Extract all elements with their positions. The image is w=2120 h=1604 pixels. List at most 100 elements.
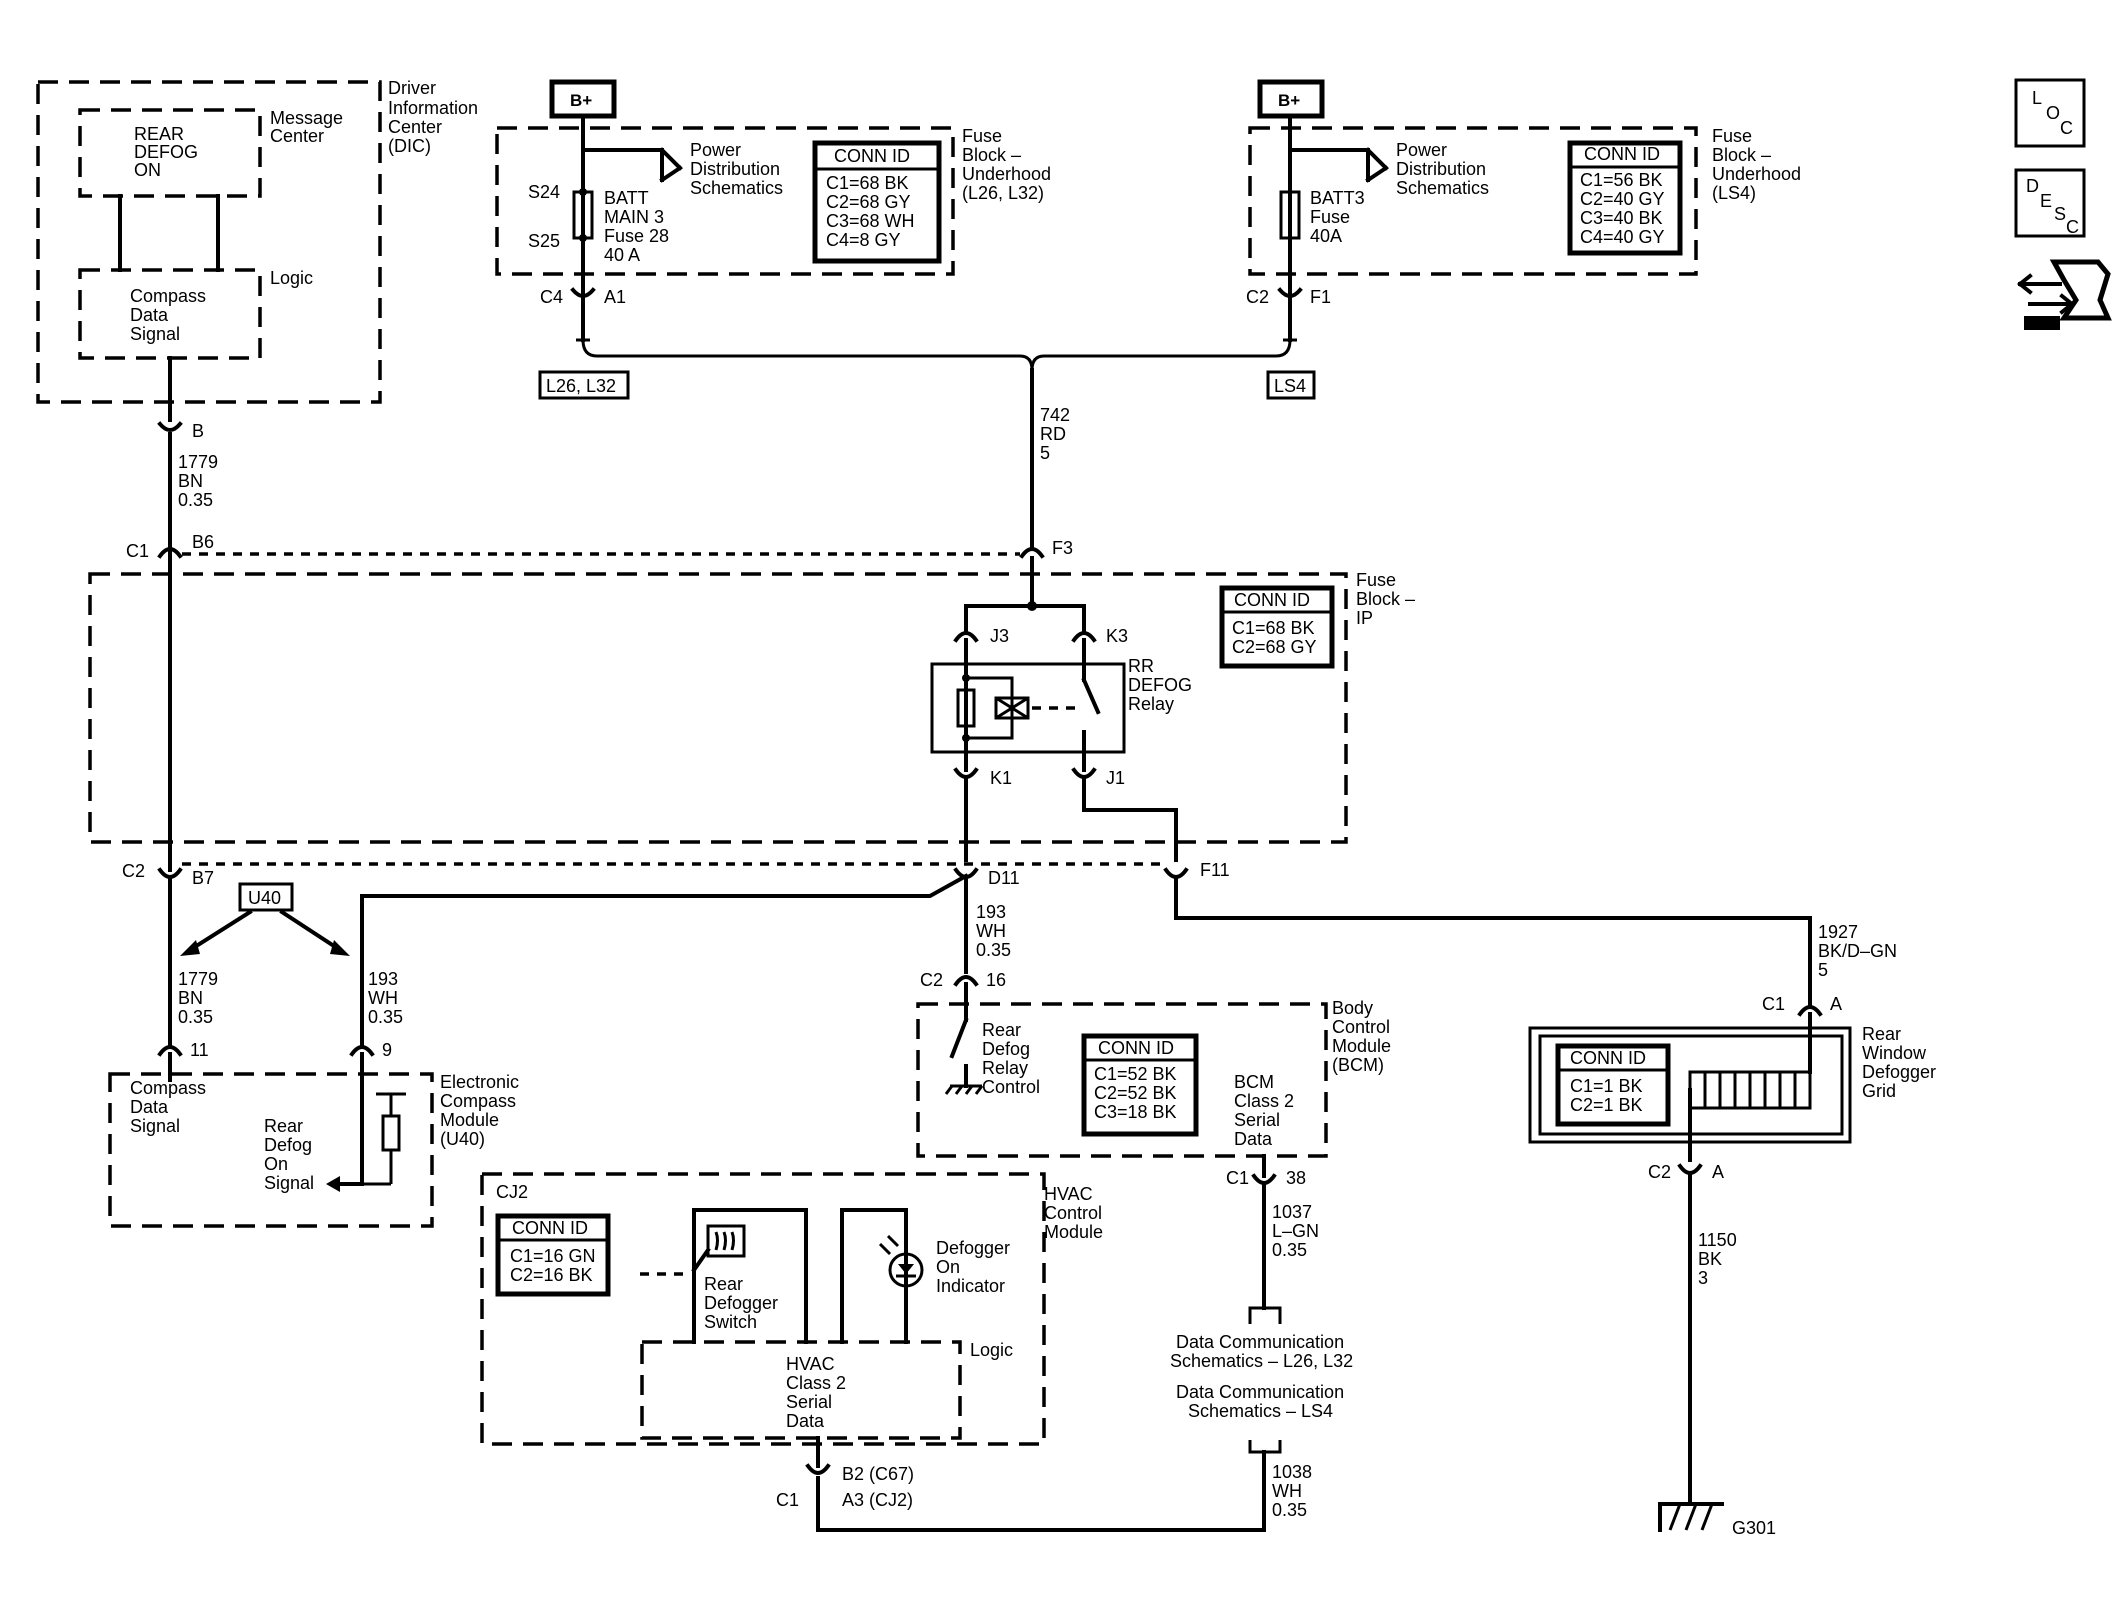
ground-g301: G301 [1732, 1518, 1776, 1538]
tag-ls4: LS4 [1274, 376, 1306, 396]
svg-text:L: L [2032, 88, 2042, 108]
dic-module: Driver Information Center (DIC) Message … [36, 78, 483, 441]
wire-1927: 1927 BK/D–GN 5 [1818, 922, 1902, 980]
wire-1779-top: 1779 BN 0.35 [178, 452, 223, 510]
c4-label: C4 [540, 287, 563, 307]
conn-id-grid-values: C1=1 BK C2=1 BK [1570, 1076, 1648, 1115]
fuse-block-left-name: Fuse Block – Underhood (L26, L32) [962, 126, 1056, 203]
f1-label: F1 [1310, 287, 1331, 307]
hvac-c1-label: C1 [776, 1490, 799, 1510]
relay-j1-label: J1 [1106, 768, 1125, 788]
svg-text:O: O [2046, 103, 2060, 123]
electronic-compass-module: 11 9 Compass Data Signal Rear Defog On S… [108, 1040, 524, 1228]
bplus-label-left: B+ [570, 91, 592, 110]
ip-b6-label: B6 [192, 532, 214, 552]
wire-1038-label: 1038 WH 0.35 [1272, 1462, 1317, 1520]
compass-pin-9: 9 [382, 1040, 392, 1060]
power-dist-left: Power Distribution Schematics [690, 140, 785, 198]
wire-193-mid: 193 WH 0.35 [976, 902, 1011, 960]
message-center-label: Message Center [270, 108, 348, 146]
a1-label: A1 [604, 287, 626, 307]
dic-logic-label: Logic [270, 268, 313, 288]
body-control-module: C2 16 Rear Defog Relay Control CONN ID C… [916, 970, 1396, 1324]
main-wires: 1779 BN 0.35 1779 BN 0.35 193 WH 0.35 19… [168, 432, 1902, 1046]
c2-label-right-fuse: C2 [1246, 287, 1269, 307]
rear-defog-on-label: REAR DEFOG ON [134, 124, 203, 180]
data-comm-l26: Data Communication Schematics – L26, L32 [1170, 1332, 1353, 1371]
conn-id-title-hvac: CONN ID [512, 1218, 588, 1238]
ip-c2-label: C2 [122, 861, 145, 881]
hvac-logic: Logic [970, 1340, 1013, 1360]
grid-name: Rear Window Defogger Grid [1862, 1024, 1941, 1101]
conn-id-bcm-values: C1=52 BK C2=52 BK C3=18 BK [1094, 1064, 1182, 1122]
bcm-serial-data: BCM Class 2 Serial Data [1234, 1072, 1299, 1149]
tag-l26-l32: L26, L32 [546, 376, 616, 396]
desc-icon[interactable]: D E S C [2014, 168, 2086, 238]
loc-icon[interactable]: L O C [2014, 78, 2086, 148]
conn-id-title-bcm: CONN ID [1098, 1038, 1174, 1058]
wire-1779-bottom: 1779 BN 0.35 [178, 969, 223, 1027]
wire-1150-label: 1150 BK 3 [1698, 1230, 1742, 1288]
compass-module-name: Electronic Compass Module (U40) [440, 1072, 524, 1149]
grid-c1-label: C1 [1762, 994, 1785, 1014]
conn-id-title-left: CONN ID [834, 146, 910, 166]
dic-pin-b: B [192, 421, 204, 441]
wire-1037-label: 1037 L–GN 0.35 [1272, 1202, 1324, 1260]
rear-defog-on-signal: Rear Defog On Signal [264, 1116, 317, 1193]
conn-id-title-right: CONN ID [1584, 144, 1660, 164]
connector-end-view-icon[interactable] [2017, 259, 2112, 330]
conn-id-ip-values: C1=68 BK C2=68 GY [1232, 618, 1320, 657]
ip-d11-label: D11 [988, 868, 1020, 888]
u40-tag: U40 [180, 882, 350, 956]
relay-k1-label: K1 [990, 768, 1012, 788]
bcm-module-name: Body Control Module (BCM) [1332, 998, 1396, 1075]
relay-j3-label: J3 [990, 626, 1009, 646]
svg-text:U40: U40 [248, 888, 281, 908]
ip-c1-label: C1 [126, 541, 149, 561]
ip-b7-label: B7 [192, 868, 214, 888]
conn-id-hvac-values: C1=16 GN C2=16 BK [510, 1246, 601, 1285]
hvac-cj2: CJ2 [496, 1182, 528, 1202]
ip-f3-label: F3 [1052, 538, 1073, 558]
bcm-pin-16: 16 [986, 970, 1006, 990]
hvac-b2-label: B2 (C67) [842, 1464, 914, 1484]
ip-f11-label: F11 [1200, 860, 1230, 880]
data-comm-refs: Data Communication Schematics – L26, L32… [816, 1332, 1353, 1532]
hvac-control-module: CJ2 HVAC Control Module CONN ID C1=16 GN… [480, 1172, 1107, 1510]
bcm-c2-label: C2 [920, 970, 943, 990]
conn-id-title-ip: CONN ID [1234, 590, 1310, 610]
dic-title: Driver Information Center (DIC) [388, 78, 483, 156]
bcm-relay-control: Rear Defog Relay Control [982, 1020, 1040, 1097]
fuse-block-underhood-ls4: B+ Power Distribution Schematics BATT3 F… [1246, 79, 1806, 400]
hvac-module-name: HVAC Control Module [1044, 1184, 1107, 1242]
svg-text:C: C [2066, 217, 2079, 237]
conn-id-title-grid: CONN ID [1570, 1048, 1646, 1068]
wire-193-left: 193 WH 0.35 [368, 969, 403, 1027]
relay-name: RR DEFOG Relay [1128, 656, 1197, 714]
conn-id-left-values: C1=68 BK C2=68 GY C3=68 WH C4=8 GY [826, 173, 920, 250]
data-comm-ls4: Data Communication Schematics – LS4 [1176, 1382, 1349, 1421]
option-bus: 742 RD 5 [581, 339, 1292, 548]
defogger-on-indicator: Defogger On Indicator [936, 1238, 1015, 1296]
ground-icon [1658, 1502, 1724, 1532]
compass-data-signal: Compass Data Signal [130, 1078, 211, 1136]
fuse-block-underhood-l26: B+ Power Distribution Schematics S24 S25… [495, 79, 1056, 400]
bcm-pin-38: 38 [1286, 1168, 1306, 1188]
grid-c2-label: C2 [1648, 1162, 1671, 1182]
power-dist-right: Power Distribution Schematics [1396, 140, 1491, 198]
compass-pin-11: 11 [190, 1040, 209, 1060]
hvac-serial-data: HVAC Class 2 Serial Data [786, 1354, 851, 1431]
svg-text:S: S [2054, 204, 2066, 224]
svg-text:D: D [2026, 176, 2039, 196]
fuse-right-name: BATT3 Fuse 40A [1310, 188, 1370, 246]
grid-pin-a-top: A [1830, 994, 1842, 1014]
svg-text:C: C [2060, 118, 2073, 138]
fuse-block-right-name: Fuse Block – Underhood (LS4) [1712, 126, 1806, 203]
fuse-block-ip-name: Fuse Block – IP [1356, 570, 1420, 628]
wire-742-label: 742 RD 5 [1040, 405, 1075, 463]
rear-defogger-switch: Rear Defogger Switch [704, 1274, 783, 1332]
hvac-a3-label: A3 (CJ2) [842, 1490, 913, 1510]
conn-id-right-values: C1=56 BK C2=40 GY C3=40 BK C4=40 GY [1580, 170, 1669, 247]
bcm-c1-label: C1 [1226, 1168, 1249, 1188]
